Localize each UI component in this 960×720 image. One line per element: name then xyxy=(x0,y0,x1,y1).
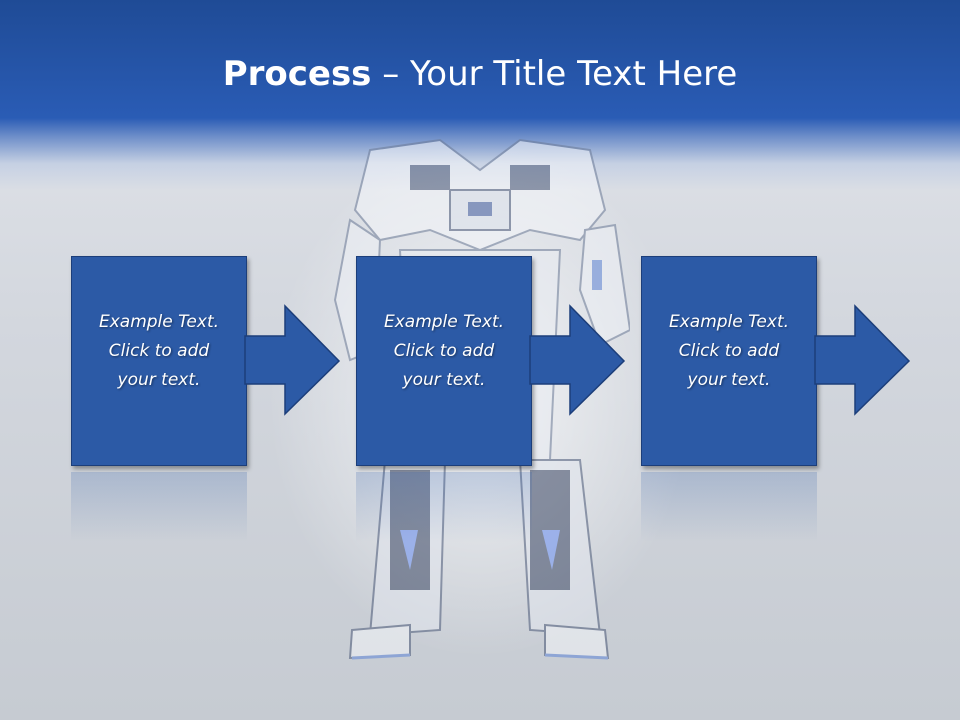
arrow-right-icon xyxy=(814,304,911,416)
step-reflection xyxy=(356,472,532,542)
step-box[interactable]: Example Text. Click to add your text. xyxy=(71,256,247,466)
title-bold: Process xyxy=(222,54,372,94)
step-text[interactable]: Example Text. Click to add your text. xyxy=(383,311,505,390)
title-rest: – Your Title Text Here xyxy=(371,54,738,94)
step-text[interactable]: Example Text. Click to add your text. xyxy=(668,311,790,390)
step-reflection xyxy=(71,472,247,542)
step-box[interactable]: Example Text. Click to add your text. xyxy=(641,256,817,466)
process-step-2[interactable]: Example Text. Click to add your text. xyxy=(356,256,626,468)
process-step-1[interactable]: Example Text. Click to add your text. xyxy=(71,256,341,468)
step-reflection xyxy=(641,472,817,542)
page-title: Process – Your Title Text Here xyxy=(0,52,960,96)
arrow-right-icon xyxy=(244,304,341,416)
arrow-right-icon xyxy=(529,304,626,416)
process-step-3[interactable]: Example Text. Click to add your text. xyxy=(641,256,911,468)
step-box[interactable]: Example Text. Click to add your text. xyxy=(356,256,532,466)
step-text[interactable]: Example Text. Click to add your text. xyxy=(98,311,220,390)
